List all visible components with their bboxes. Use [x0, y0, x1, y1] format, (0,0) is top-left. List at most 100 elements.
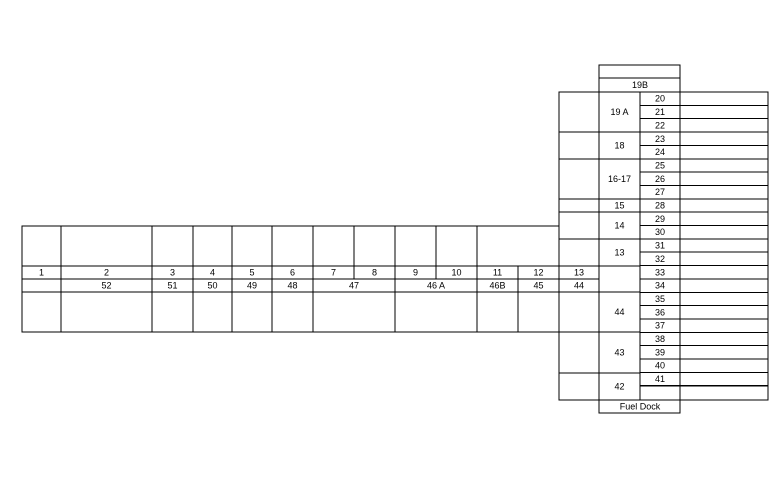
finger-pier [679, 171, 769, 186]
slip-number-24: 24 [655, 147, 665, 157]
slip-number-10: 10 [451, 268, 461, 278]
slip-number-18: 18 [614, 141, 624, 151]
slip-number-44: 44 [614, 307, 624, 317]
finger-pier [679, 345, 769, 360]
slip-number-3: 3 [170, 268, 175, 278]
slip-number-48: 48 [287, 281, 297, 291]
outer-slip [558, 91, 600, 133]
finger-pier [679, 358, 769, 373]
upper-slip [476, 225, 560, 267]
finger-pier [679, 251, 769, 267]
upper-slip [192, 225, 233, 267]
slip-number-36: 36 [655, 307, 665, 317]
finger-pier [679, 331, 769, 347]
slip-number-51: 51 [167, 281, 177, 291]
finger-pier [679, 278, 769, 293]
finger-pier [679, 104, 769, 120]
finger-pier [679, 265, 769, 280]
slip-number-14: 14 [614, 221, 624, 231]
finger-pier [679, 91, 769, 106]
slip-number-22: 22 [655, 120, 665, 130]
upper-slip [271, 225, 314, 267]
slip-number-40: 40 [655, 361, 665, 371]
upper-slip [312, 225, 355, 267]
slip-number-12: 12 [533, 268, 543, 278]
finger-pier [679, 118, 769, 133]
upper-slip [21, 225, 62, 267]
slip-number-1: 1 [39, 268, 44, 278]
finger-pier [679, 291, 769, 307]
slip-number-34: 34 [655, 281, 665, 291]
slip-number-38: 38 [655, 334, 665, 344]
upper-slip [435, 225, 478, 267]
slip-number-33: 33 [655, 267, 665, 277]
lower-slip [21, 291, 62, 333]
slip-number-4: 4 [210, 268, 215, 278]
finger-pier [679, 158, 769, 173]
outer-slip [558, 238, 600, 267]
outer-slip [558, 291, 600, 333]
slip-number-46B: 46B [489, 281, 505, 291]
lower-slip [60, 291, 153, 333]
slip-number-19B: 19B [632, 80, 648, 90]
slip-number-32: 32 [655, 254, 665, 264]
upper-slip [353, 225, 396, 267]
slip-number-50: 50 [207, 281, 217, 291]
slip-number-cell [639, 385, 681, 401]
slip-number-43: 43 [614, 348, 624, 358]
slip-number-26: 26 [655, 174, 665, 184]
lower-slip [312, 291, 396, 333]
slip-number-7: 7 [331, 268, 336, 278]
fuel-dock-label: Fuel Dock [620, 402, 661, 412]
slip-number-cell [21, 278, 62, 293]
outer-slip [558, 331, 600, 374]
slip-number-13: 13 [614, 248, 624, 258]
slip-number-30: 30 [655, 227, 665, 237]
outer-slip [558, 372, 600, 401]
slip-number-31: 31 [655, 241, 665, 251]
upper-slip [151, 225, 194, 267]
slip-number-19 A: 19 A [610, 107, 628, 117]
slip-number-9: 9 [413, 268, 418, 278]
fuel-dock [598, 399, 681, 414]
slip-number-35: 35 [655, 294, 665, 304]
slip-number-46 A: 46 A [427, 281, 445, 291]
finger-pier [679, 385, 769, 401]
slip-number-52: 52 [101, 281, 111, 291]
lower-slip [271, 291, 314, 333]
dock-cap [598, 64, 681, 79]
slip-number-25: 25 [655, 160, 665, 170]
slip-number-41: 41 [655, 374, 665, 384]
slip-number-13: 13 [574, 268, 584, 278]
slip-number-45: 45 [533, 281, 543, 291]
outer-slip [558, 198, 600, 213]
lower-slip [476, 291, 519, 333]
slip-number-16-17: 16-17 [608, 174, 631, 184]
finger-pier [679, 131, 769, 146]
slip-number-11: 11 [493, 268, 502, 278]
finger-pier [679, 371, 769, 387]
slip-number-37: 37 [655, 321, 665, 331]
finger-pier [679, 198, 769, 213]
slip-number-6: 6 [290, 268, 295, 278]
upper-slip [231, 225, 273, 267]
outer-slip [558, 211, 600, 240]
slip-number-27: 27 [655, 187, 665, 197]
finger-pier [679, 225, 769, 240]
slip-number-15: 15 [614, 201, 624, 211]
slip-number-2: 2 [104, 268, 109, 278]
finger-pier [679, 184, 769, 200]
lower-slip [151, 291, 194, 333]
finger-pier [679, 211, 769, 226]
finger-pier [679, 238, 769, 253]
slip-number-47: 47 [349, 281, 359, 291]
slip-number-29: 29 [655, 214, 665, 224]
finger-pier [679, 144, 769, 160]
outer-slip [558, 158, 600, 200]
slip-number-28: 28 [655, 201, 665, 211]
lower-slip [192, 291, 233, 333]
inner-slip [598, 265, 641, 293]
outer-slip [558, 131, 600, 160]
slip-number-23: 23 [655, 134, 665, 144]
